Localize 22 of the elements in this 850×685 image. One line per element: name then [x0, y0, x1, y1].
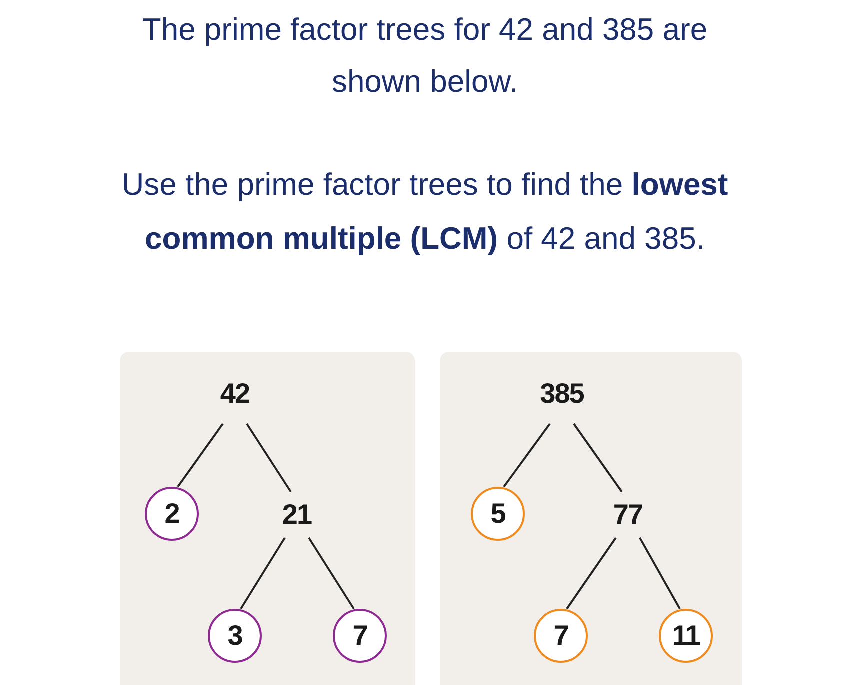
prime-circle: 7 [534, 609, 588, 663]
branch-line [240, 537, 286, 610]
branch-line [308, 537, 355, 610]
factor-number: 42 [195, 364, 275, 424]
panel-background [440, 352, 742, 685]
factor-number: 77 [593, 492, 663, 538]
prime-circle: 7 [333, 609, 387, 663]
prime-circle: 2 [145, 487, 199, 541]
factor-number: 385 [517, 364, 607, 424]
branch-line [573, 423, 623, 493]
prime-circle: 11 [659, 609, 713, 663]
branch-line [177, 423, 224, 488]
branch-line [246, 423, 292, 493]
prime-circle: 3 [208, 609, 262, 663]
branch-line [639, 538, 681, 610]
panel-background [120, 352, 415, 685]
branch-line [566, 537, 617, 610]
title: The prime factor trees for 42 and 385 are shown below. [141, 11, 709, 101]
factor-number: 21 [262, 492, 332, 538]
prime-circle: 5 [471, 487, 525, 541]
instruction-text: Use the prime factor trees to find the lowest common multiple (LCM) of 42 and 385. [120, 166, 730, 258]
branch-line [503, 423, 551, 488]
